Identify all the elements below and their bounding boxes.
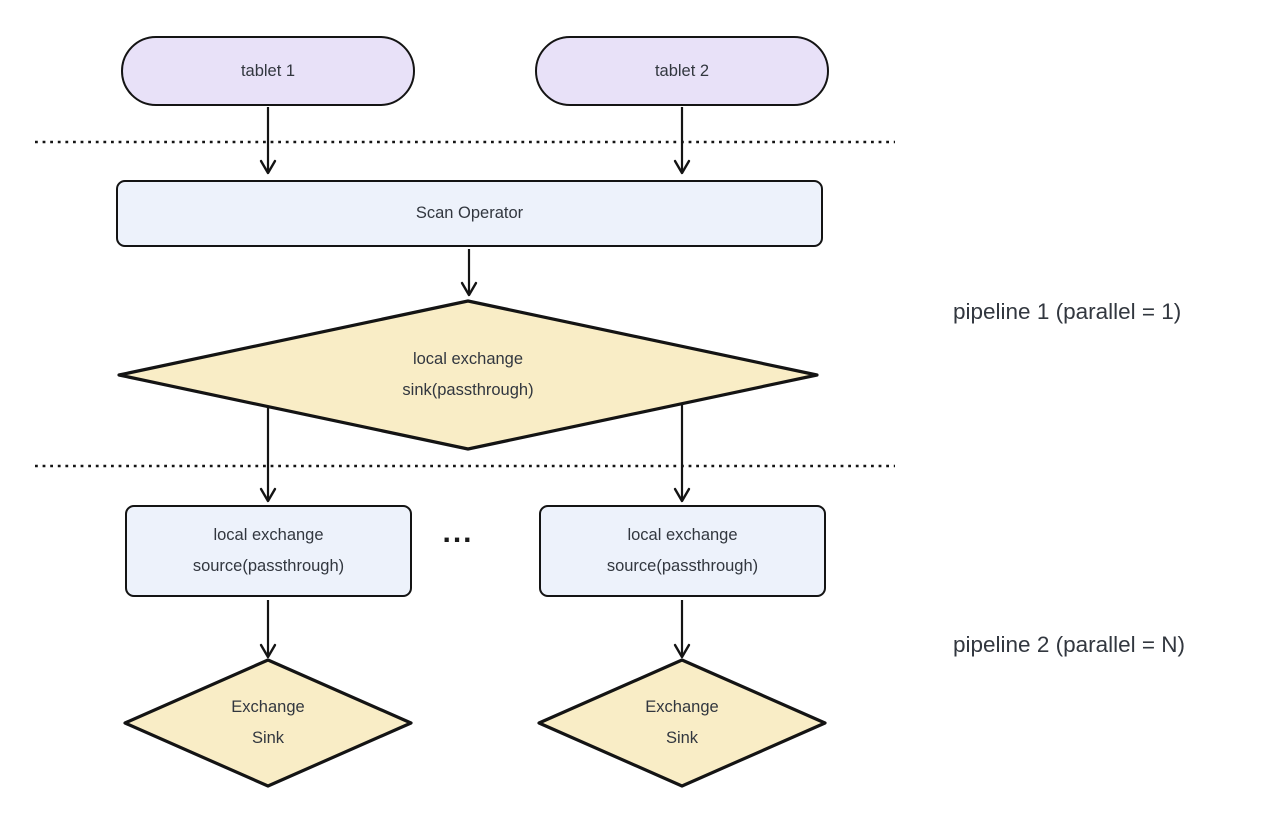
tablet-1-label: tablet 1 [240, 61, 296, 80]
local-exchange-sink-label: local exchange sink(passthrough) [318, 344, 618, 406]
exchange-sink-left-line2: Sink [251, 729, 285, 747]
tablet-1-node: tablet 1 [121, 36, 415, 106]
exchange-sink-right-line1: Exchange [645, 698, 719, 716]
local-exchange-source-left-node: local exchange source(passthrough) [125, 505, 412, 597]
scan-operator-label: Scan Operator [415, 204, 524, 222]
arrow-tablet2-to-scan [673, 107, 691, 175]
exchange-sink-left-line1: Exchange [231, 698, 305, 716]
exchange-sink-right-label: Exchange Sink [582, 693, 782, 753]
pipeline-2-label: pipeline 2 (parallel = N) [953, 632, 1185, 657]
local-exchange-sink-diamond-shape [117, 299, 819, 451]
tablet-2-label: tablet 2 [654, 61, 710, 80]
exchange-sink-left-diamond-shape [123, 658, 413, 788]
exchange-sink-left-label: Exchange Sink [168, 693, 368, 753]
ellipsis-dots: ... [442, 516, 474, 549]
local-exchange-source-right-line1: local exchange [627, 526, 738, 544]
exchange-sink-right-diamond-shape [537, 658, 827, 788]
arrow-scan-to-sink [460, 249, 478, 297]
local-exchange-source-right-line2: source(passthrough) [606, 557, 759, 575]
local-exchange-source-right-node: local exchange source(passthrough) [539, 505, 826, 597]
arrow-sink-to-source-right [673, 395, 691, 503]
arrow-source-left-to-exchange [259, 600, 277, 659]
tablet-2-node: tablet 2 [535, 36, 829, 106]
local-exchange-source-left-line1: local exchange [213, 526, 324, 544]
arrow-source-right-to-exchange [673, 600, 691, 659]
local-exchange-sink-line1: local exchange [412, 350, 524, 368]
local-exchange-sink-line2: sink(passthrough) [402, 381, 534, 399]
arrow-tablet1-to-scan [259, 107, 277, 175]
pipeline-1-label: pipeline 1 (parallel = 1) [953, 299, 1182, 324]
local-exchange-source-left-line2: source(passthrough) [192, 557, 345, 575]
scan-operator-node: Scan Operator [116, 180, 823, 247]
exchange-sink-right-line2: Sink [665, 729, 699, 747]
arrow-sink-to-source-left [259, 395, 277, 503]
